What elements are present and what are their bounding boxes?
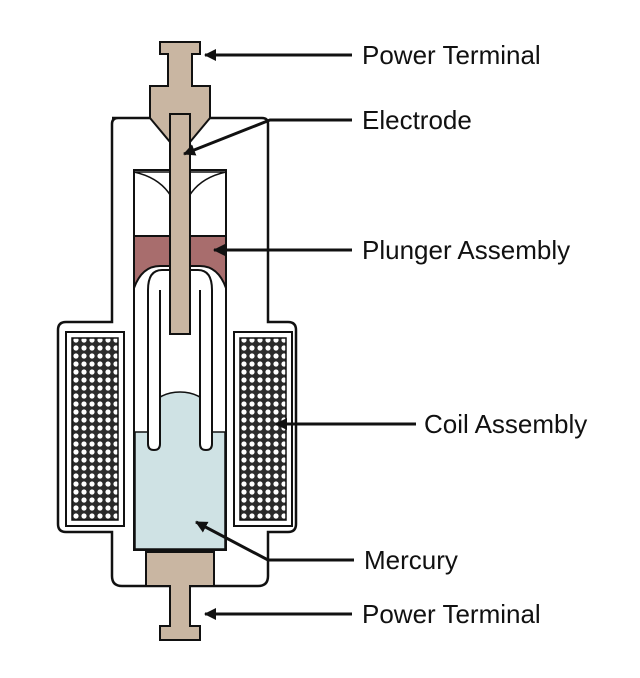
plunger-left-finger [147, 290, 161, 452]
arrow-electrode [183, 118, 352, 156]
label-electrode: Electrode [362, 105, 472, 135]
coil-right-winding [239, 337, 287, 521]
bottom-power-terminal [145, 551, 215, 641]
arrow-mercury [195, 520, 354, 562]
label-coil-assembly: Coil Assembly [424, 409, 587, 439]
plunger-right-finger [199, 290, 213, 452]
coil-left-winding [71, 337, 119, 521]
label-power-terminal-top: Power Terminal [362, 40, 541, 70]
label-power-terminal-bottom: Power Terminal [362, 599, 541, 629]
label-mercury: Mercury [364, 545, 458, 575]
electrode [169, 113, 191, 335]
label-plunger-assembly: Plunger Assembly [362, 235, 570, 265]
